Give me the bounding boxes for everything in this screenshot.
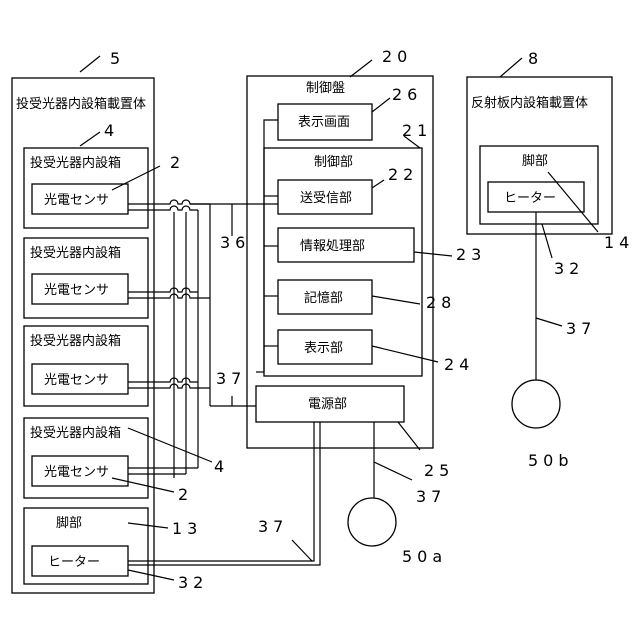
ref-23: 23 <box>456 245 486 264</box>
transceiver-label: 送受信部 <box>300 191 352 206</box>
internal-panel-wiring <box>256 120 278 372</box>
leg-left-label: 脚部 <box>56 515 82 531</box>
ref-37-mid: 37 <box>216 369 246 388</box>
ref-14: 14 <box>604 233 634 252</box>
ref-26: 26 <box>392 85 422 104</box>
sensor-signal-bus <box>128 200 278 478</box>
leader-lines <box>80 56 598 580</box>
inner-box-4-label: 投受光器内設箱 <box>30 425 121 441</box>
ref-37-right-low: 37 <box>416 487 446 506</box>
ref-25: 25 <box>424 461 454 480</box>
heater-left-label: ヒーター <box>48 555 100 570</box>
ref-50b: 50b <box>528 451 574 470</box>
reflector-housing-title: 反射板内設箱載置体 <box>471 95 588 111</box>
photo-sensor-2-label: 光電センサ <box>44 283 109 298</box>
control-panel-title: 制御盤 <box>306 81 345 96</box>
ref-5: 5 <box>110 49 125 68</box>
ref-13: 13 <box>172 519 202 538</box>
ref-20: 20 <box>382 47 412 66</box>
inner-box-3-label: 投受光器内設箱 <box>30 333 121 349</box>
photo-sensor-4-label: 光電センサ <box>44 465 109 480</box>
display-unit-label: 表示部 <box>304 341 343 356</box>
ref-2-top: 2 <box>170 153 185 172</box>
ref-2-bottom: 2 <box>178 485 193 504</box>
ref-28: 28 <box>426 293 456 312</box>
ref-36: 36 <box>220 233 250 252</box>
ref-4-bottom: 4 <box>214 457 229 476</box>
info-processor-label: 情報処理部 <box>300 239 365 254</box>
display-screen-label: 表示画面 <box>298 115 350 130</box>
ref-32-left: 32 <box>178 573 208 592</box>
photo-sensor-1-label: 光電センサ <box>44 193 109 208</box>
ref-22: 22 <box>388 165 418 184</box>
ref-21: 21 <box>402 121 432 140</box>
memory-label: 記憶部 <box>304 290 343 306</box>
photo-sensor-3-label: 光電センサ <box>44 373 109 388</box>
ref-32-right: 32 <box>554 259 584 278</box>
leg-right-label: 脚部 <box>522 153 548 169</box>
inner-box-1-label: 投受光器内設箱 <box>30 155 121 171</box>
power-source-50a <box>348 498 396 546</box>
inner-box-2-label: 投受光器内設箱 <box>30 245 121 261</box>
ref-8: 8 <box>528 49 543 68</box>
heater-right-label: ヒーター <box>504 191 556 206</box>
power-source-50b <box>512 380 560 428</box>
control-unit-title: 制御部 <box>314 155 353 170</box>
unit-housing-title: 投受光器内設箱載置体 <box>16 96 146 112</box>
power-unit-label: 電源部 <box>308 397 347 412</box>
ref-37-right: 37 <box>566 319 596 338</box>
ref-37-bottom: 37 <box>258 517 288 536</box>
ref-24: 24 <box>444 355 474 374</box>
ref-50a: 50a <box>402 547 447 566</box>
ref-4-top: 4 <box>104 121 119 140</box>
